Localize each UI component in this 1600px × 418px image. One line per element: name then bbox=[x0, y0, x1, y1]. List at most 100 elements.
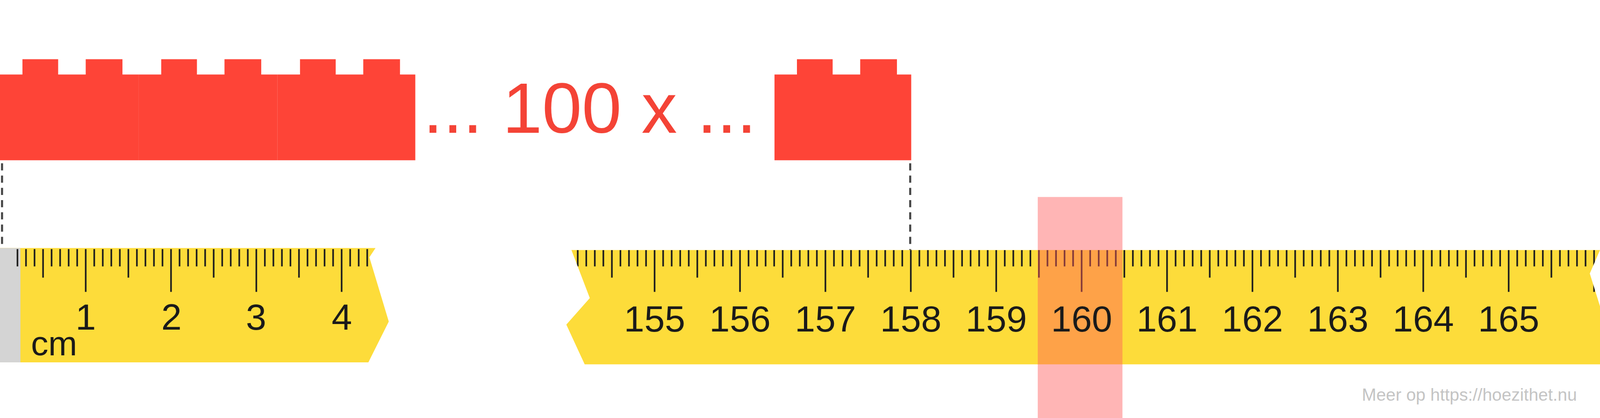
ruler-tick bbox=[1251, 249, 1254, 293]
ruler-tick bbox=[782, 249, 784, 278]
ruler-tick bbox=[204, 249, 206, 267]
ruler-tick bbox=[961, 249, 963, 267]
ruler-start bbox=[0, 247, 389, 363]
ruler-number: 3 bbox=[245, 299, 267, 337]
brick-stud bbox=[161, 59, 197, 76]
ruler-tick bbox=[653, 249, 656, 293]
ruler-tick bbox=[1482, 249, 1484, 267]
ruler-tick bbox=[340, 249, 343, 293]
ruler-tick bbox=[1336, 249, 1339, 293]
ruler-tick bbox=[1328, 249, 1330, 267]
ruler-tick bbox=[1430, 249, 1433, 267]
ruler-tick bbox=[1277, 249, 1279, 267]
ruler-tick bbox=[824, 249, 826, 293]
ruler-tick bbox=[1507, 249, 1510, 293]
ruler-tick bbox=[1294, 249, 1296, 278]
ruler-tick bbox=[272, 249, 274, 267]
ruler-tick bbox=[1234, 249, 1236, 267]
ruler-tick bbox=[1345, 249, 1348, 267]
ruler-tick bbox=[1029, 249, 1032, 267]
ruler-tick bbox=[918, 249, 920, 267]
ruler-tick bbox=[944, 249, 946, 267]
ruler-tick bbox=[892, 249, 895, 267]
brick-stud bbox=[85, 59, 123, 76]
ruler-tick bbox=[332, 249, 334, 267]
ruler-tick bbox=[798, 249, 801, 267]
lego-brick bbox=[138, 74, 278, 160]
ruler-tick bbox=[229, 249, 232, 267]
brick-stud bbox=[300, 59, 336, 76]
lego-brick bbox=[774, 74, 912, 160]
ruler-tick bbox=[969, 249, 972, 267]
ruler-tick bbox=[1012, 249, 1014, 267]
ruler-tick bbox=[101, 249, 104, 267]
lego-brick bbox=[277, 74, 416, 160]
ruler-tick bbox=[576, 249, 579, 267]
ruler-tick bbox=[85, 249, 87, 293]
ruler-number: 157 bbox=[794, 301, 856, 338]
ruler-tick bbox=[1148, 249, 1151, 267]
brick-stud bbox=[224, 59, 262, 76]
ruler-tick bbox=[144, 249, 146, 267]
guide-lines bbox=[1, 163, 911, 251]
ruler-number: 161 bbox=[1136, 301, 1198, 338]
ruler-tick bbox=[756, 249, 758, 267]
ruler-end-cap bbox=[0, 247, 21, 363]
ruler-tick bbox=[850, 249, 852, 267]
ruler-ticks bbox=[17, 249, 376, 293]
ruler-tick bbox=[1320, 249, 1322, 267]
ruler-tick bbox=[1567, 249, 1570, 267]
ruler-tick bbox=[1132, 249, 1134, 267]
ruler-tick bbox=[1439, 249, 1442, 267]
ruler-tick bbox=[1396, 249, 1399, 267]
ruler-tick bbox=[1524, 249, 1527, 267]
ruler-tick bbox=[280, 249, 283, 267]
ruler-number: 156 bbox=[709, 301, 771, 338]
ruler-tick bbox=[679, 249, 681, 267]
ruler-tick bbox=[178, 249, 180, 267]
ruler-tick bbox=[153, 249, 155, 267]
ruler-tick bbox=[594, 249, 596, 267]
ruler-tick bbox=[832, 249, 835, 267]
watermark: Meer op https://hoezithet.nu bbox=[1362, 386, 1578, 404]
ruler-tick bbox=[568, 249, 570, 293]
ruler-tick bbox=[59, 249, 61, 267]
ruler-tick bbox=[807, 249, 810, 267]
ruler-tick bbox=[161, 249, 164, 267]
ruler-tick bbox=[238, 249, 240, 267]
ruler-tick bbox=[1473, 249, 1476, 267]
ruler-tick bbox=[195, 249, 198, 267]
ruler-tick bbox=[884, 249, 886, 267]
ruler-tick bbox=[986, 249, 989, 267]
ruler-tick bbox=[1448, 249, 1450, 267]
ruler-tick bbox=[127, 249, 130, 278]
ruler-tick bbox=[315, 249, 317, 267]
brick-stud bbox=[860, 59, 897, 76]
ruler-tick bbox=[841, 249, 844, 267]
ruler-tick bbox=[110, 249, 112, 267]
ruler-tick bbox=[619, 249, 622, 267]
ruler-tick bbox=[1200, 249, 1202, 267]
ruler-tick bbox=[610, 249, 613, 278]
ruler-tick bbox=[1593, 249, 1595, 293]
ruler-tick bbox=[910, 249, 912, 293]
brick-stud bbox=[363, 59, 401, 76]
ruler-tick bbox=[358, 249, 360, 267]
ruler-tick bbox=[50, 249, 53, 267]
count-label: ... 100 x ... bbox=[423, 72, 757, 144]
ruler-tick bbox=[1379, 249, 1382, 278]
ruler-tick bbox=[867, 249, 869, 278]
ruler-tick bbox=[221, 249, 223, 267]
ruler-tick bbox=[662, 249, 664, 267]
ruler-tick bbox=[670, 249, 673, 267]
ruler-number: 162 bbox=[1221, 301, 1284, 338]
ruler-tick bbox=[1123, 249, 1126, 278]
ruler-tick bbox=[306, 249, 309, 267]
ruler-tick bbox=[764, 249, 767, 267]
ruler-tick bbox=[1285, 249, 1288, 267]
ruler-tick bbox=[1174, 249, 1177, 267]
ruler-tick bbox=[704, 249, 707, 267]
ruler-tick bbox=[1217, 249, 1220, 267]
